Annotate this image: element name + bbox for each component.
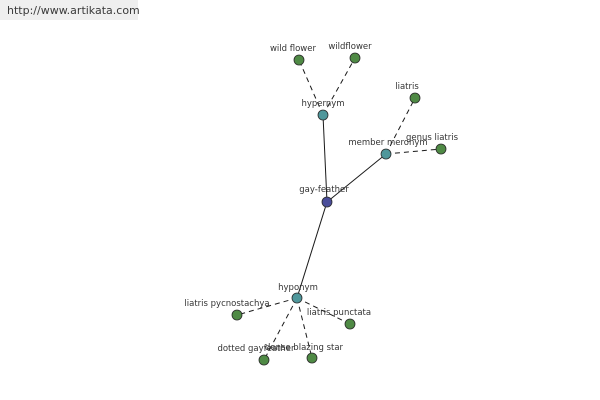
node-dense-blazing-star[interactable]: dense blazing star — [265, 343, 344, 364]
node-member-meronym[interactable]: member meronym — [348, 138, 428, 160]
edge-hypernym-to-wildflower — [322, 57, 356, 116]
watermark-banner: http://www.artikata.com — [0, 0, 140, 20]
node-marker[interactable] — [306, 352, 318, 364]
node-label[interactable]: dotted gayfeather — [217, 344, 295, 354]
graph-edges — [236, 57, 442, 361]
edge-center-to-hyponym — [296, 201, 328, 299]
node-marker[interactable] — [409, 92, 421, 104]
node-label[interactable]: hyponym — [278, 283, 318, 293]
node-wild-flower[interactable]: wild flower — [270, 44, 317, 66]
node-wildflower[interactable]: wildflower — [328, 42, 372, 64]
edge-hyponym-to-liatris-pycnostachya — [236, 297, 298, 316]
watermark-url: http://www.artikata.com — [7, 3, 140, 17]
node-marker[interactable] — [321, 196, 333, 208]
node-label[interactable]: hypernym — [301, 99, 344, 109]
node-hyponym[interactable]: hyponym — [278, 283, 318, 304]
node-marker[interactable] — [231, 309, 243, 321]
node-marker[interactable] — [380, 148, 392, 160]
node-marker[interactable] — [317, 109, 329, 121]
edge-center-to-hypernym — [322, 114, 328, 203]
edge-hypernym-to-wild-flower — [298, 59, 324, 116]
node-marker[interactable] — [435, 143, 447, 155]
node-marker[interactable] — [291, 292, 303, 304]
node-label[interactable]: dense blazing star — [265, 343, 344, 353]
node-genus-liatris[interactable]: genus liatris — [406, 133, 459, 155]
node-liatris-punctata[interactable]: liatris punctata — [307, 308, 371, 330]
edge-hyponym-to-dotted-gayfeather — [263, 297, 298, 361]
edge-hyponym-to-liatris-punctata — [296, 297, 351, 325]
node-label[interactable]: liatris punctata — [307, 308, 371, 318]
node-center[interactable]: gay-feather — [299, 185, 349, 208]
node-liatris-pycnostachya[interactable]: liatris pycnostachya — [184, 299, 270, 321]
edge-member-meronym-to-liatris — [385, 97, 416, 155]
node-label[interactable]: member meronym — [348, 138, 427, 148]
node-label[interactable]: gay-feather — [299, 185, 349, 195]
node-label[interactable]: wildflower — [328, 42, 372, 52]
node-marker[interactable] — [349, 52, 361, 64]
graph-nodes: gay-feather hypernym member meronym hyponym… — [184, 42, 459, 366]
node-marker[interactable] — [258, 354, 270, 366]
edge-member-meronym-to-genus-liatris — [385, 148, 442, 155]
node-dotted-gayfeather[interactable]: dotted gayfeather — [217, 344, 295, 366]
node-marker[interactable] — [293, 54, 305, 66]
node-label[interactable]: wild flower — [270, 44, 317, 54]
edge-center-to-member-meronym — [326, 153, 387, 203]
edge-hyponym-to-dense-blazing-star — [296, 297, 313, 359]
node-marker[interactable] — [344, 318, 356, 330]
node-label[interactable]: liatris pycnostachya — [184, 299, 269, 309]
node-label[interactable]: liatris — [395, 82, 419, 92]
node-label[interactable]: genus liatris — [406, 133, 459, 143]
node-hypernym[interactable]: hypernym — [301, 99, 345, 121]
node-liatris[interactable]: liatris — [395, 82, 421, 104]
